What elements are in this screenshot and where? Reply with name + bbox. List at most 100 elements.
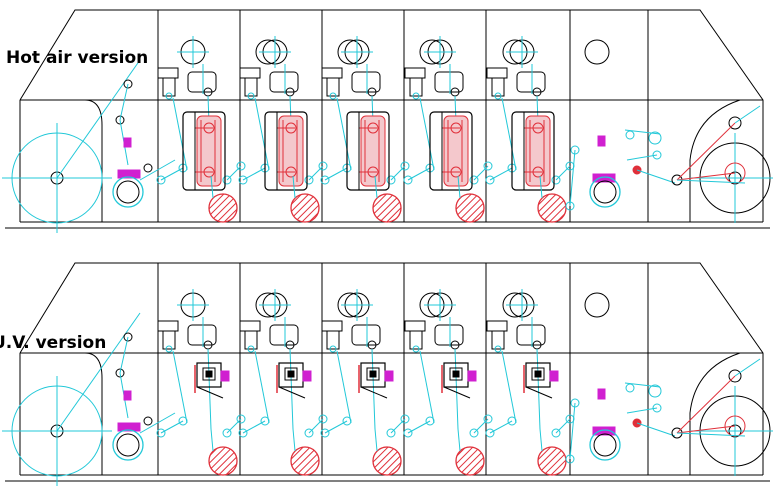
impression-roller	[372, 193, 402, 223]
rewind-arm	[676, 425, 736, 434]
doctor-chamber	[326, 77, 340, 97]
doctor-chamber	[239, 320, 261, 332]
web-segment	[419, 97, 435, 171]
plate-cylinder-housing	[269, 324, 299, 346]
plate-cylinder-housing	[269, 71, 299, 93]
guide-roller	[485, 428, 495, 438]
guide-roller	[178, 416, 188, 426]
plate-cylinder-housing	[187, 71, 217, 93]
doctor-chamber	[162, 330, 176, 350]
guide-roller	[143, 163, 153, 173]
uv-bulb	[369, 370, 377, 378]
uv-shutter	[384, 370, 394, 382]
web-segment	[624, 129, 661, 135]
guide-roller	[165, 345, 173, 353]
dryer-box	[511, 111, 555, 191]
doctor-chamber	[486, 320, 508, 332]
plate-cylinder-housing	[516, 71, 546, 93]
rewind-arm	[676, 122, 736, 181]
web-segment	[172, 97, 188, 171]
guide-roller	[236, 161, 246, 171]
guide-roller	[386, 175, 396, 185]
web-from-unwind	[56, 312, 141, 432]
web-segment	[626, 154, 658, 161]
web-segment	[242, 420, 266, 434]
web-segment	[734, 358, 761, 377]
infeed-roller-core	[116, 180, 140, 204]
web-segment	[254, 97, 270, 171]
web-segment	[374, 175, 378, 199]
web-segment	[336, 97, 352, 171]
guide-roller	[652, 150, 662, 160]
uv-shutter	[467, 370, 477, 382]
impression-roller	[290, 193, 320, 223]
plate-cylinder-housing	[351, 324, 381, 346]
guide-roller	[222, 175, 232, 185]
uv-lamp	[449, 367, 463, 381]
tension-sensor	[123, 390, 132, 401]
dryer-box	[264, 111, 308, 191]
web-segment	[626, 407, 658, 414]
impression-roller	[208, 193, 238, 223]
print-unit	[156, 289, 281, 476]
web-segment	[407, 167, 431, 181]
web-segment	[292, 428, 296, 452]
tension-sensor	[123, 137, 132, 148]
doctor-chamber	[404, 67, 426, 79]
web-segment	[419, 350, 435, 424]
doctor-chamber	[244, 77, 258, 97]
print-unit	[403, 36, 528, 223]
impression-roller	[372, 446, 402, 476]
web-segment	[457, 175, 461, 199]
hot-air-version	[2, 9, 773, 233]
print-unit	[238, 36, 363, 223]
doctor-chamber	[162, 77, 176, 97]
frame-outline	[19, 262, 764, 475]
unwind-cover	[20, 352, 103, 475]
nozzle	[285, 166, 297, 178]
plate-cylinder-housing	[516, 324, 546, 346]
web-segment	[473, 165, 489, 181]
doctor-chamber	[409, 330, 423, 350]
guide-roller	[469, 428, 479, 438]
web-segment	[457, 428, 461, 452]
infeed-roller	[112, 176, 144, 208]
outfeed-table	[592, 426, 616, 436]
web-segment	[489, 420, 513, 434]
web-segment	[308, 418, 324, 434]
plate-cylinder-housing	[434, 71, 464, 93]
web-segment	[636, 169, 676, 184]
impression-roller	[208, 446, 238, 476]
guide-roller	[551, 428, 561, 438]
nozzle	[203, 166, 215, 178]
nozzle	[532, 166, 544, 178]
guide-roller	[238, 175, 248, 185]
doctor-chamber	[321, 320, 343, 332]
web-segment	[226, 418, 242, 434]
web-to-rewind	[676, 179, 746, 184]
doctor-chamber	[239, 67, 261, 79]
guide-roller	[425, 416, 435, 426]
uv-bracket	[278, 386, 306, 399]
guide-roller	[123, 79, 133, 89]
web-segment	[139, 159, 176, 181]
outfeed-roller	[589, 429, 621, 461]
web-segment	[569, 149, 576, 207]
guide-roller	[165, 92, 173, 100]
nozzle	[450, 166, 462, 178]
web-segment	[489, 167, 513, 181]
web-segment	[324, 420, 348, 434]
guide-roller	[260, 416, 270, 426]
guide-roller	[318, 414, 328, 424]
web-segment	[539, 428, 543, 452]
web-segment	[501, 350, 517, 424]
web-segment	[539, 175, 543, 199]
impression-roller	[537, 193, 567, 223]
web-segment	[407, 420, 431, 434]
uv-bulb	[534, 370, 542, 378]
guide-roller	[329, 92, 337, 100]
dryer-box	[429, 111, 473, 191]
web-segment	[390, 418, 406, 434]
nozzle	[450, 122, 462, 134]
